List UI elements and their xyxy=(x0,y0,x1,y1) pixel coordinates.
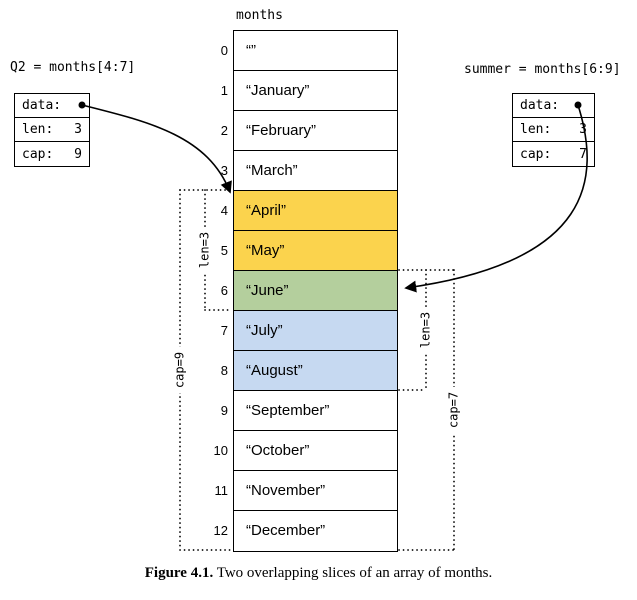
cell-index: 9 xyxy=(220,403,228,418)
array-cell-3: 3 “March” xyxy=(221,151,397,191)
summer-len-label: len=3 xyxy=(419,312,433,348)
array-cell-11: 11 “November” xyxy=(215,471,397,511)
label-backing xyxy=(172,347,188,393)
cell-index: 10 xyxy=(213,443,228,458)
array-cell-12: 12 “December” xyxy=(214,511,397,551)
label-backing xyxy=(446,387,462,433)
field-value: 7 xyxy=(579,146,587,162)
array-cell-4: 4 “April” xyxy=(221,191,397,231)
cell-index: 0 xyxy=(220,43,228,58)
array-cell-6: 6 “June” xyxy=(221,271,397,311)
months-array: 0 “” 1 “January” 2 “February” 3 “March” … xyxy=(214,30,398,552)
summer-cap-label: cap=7 xyxy=(447,392,461,428)
cell-index: 12 xyxy=(213,523,228,538)
figure-caption-text: Two overlapping slices of an array of mo… xyxy=(213,565,493,581)
summer-field-data: data: xyxy=(513,94,594,118)
cell-index: 2 xyxy=(220,123,228,138)
cell-index: 8 xyxy=(220,363,228,378)
array-cell-2: 2 “February” xyxy=(221,111,397,151)
field-value: 3 xyxy=(579,122,587,137)
cell-value: “” xyxy=(246,42,256,59)
q2-field-len: len: 3 xyxy=(15,118,89,142)
figure-caption-label: Figure 4.1. xyxy=(144,565,214,581)
cell-value: “June” xyxy=(246,282,289,299)
cell-value: “August” xyxy=(246,362,303,379)
summer-field-cap: cap: 7 xyxy=(513,142,594,166)
q2-field-data: data: xyxy=(15,94,89,118)
q2-cap-label: cap=9 xyxy=(173,352,187,388)
cell-value: “November” xyxy=(246,482,326,499)
cell-value: “May” xyxy=(246,242,285,259)
array-title: months xyxy=(236,8,283,23)
cell-index: 4 xyxy=(220,203,228,218)
cell-index: 1 xyxy=(220,83,228,98)
cell-index: 3 xyxy=(220,163,228,178)
cell-value: “October” xyxy=(246,442,310,459)
cell-index: 7 xyxy=(220,323,228,338)
summer-struct-box: data: len: 3 cap: 7 xyxy=(512,93,595,167)
array-cell-9: 9 “September” xyxy=(221,391,397,431)
array-cell-10: 10 “October” xyxy=(214,431,397,471)
figure-caption: Figure 4.1. Two overlapping slices of an… xyxy=(0,565,637,582)
array-cell-8: 8 “August” xyxy=(221,351,397,391)
cell-index: 5 xyxy=(220,243,228,258)
cell-value: “March” xyxy=(246,162,298,179)
cell-value: “December” xyxy=(246,522,326,539)
field-label: len: xyxy=(22,122,54,137)
field-label: cap: xyxy=(22,146,54,162)
array-cell-7: 7 “July” xyxy=(221,311,397,351)
cell-value: “April” xyxy=(246,202,286,219)
label-backing xyxy=(418,307,434,353)
q2-struct-box: data: len: 3 cap: 9 xyxy=(14,93,90,167)
q2-field-cap: cap: 9 xyxy=(15,142,89,166)
field-label: data: xyxy=(22,98,62,113)
cell-value: “January” xyxy=(246,82,310,99)
field-label: cap: xyxy=(520,146,552,162)
cell-index: 11 xyxy=(214,483,229,498)
cell-value: “September” xyxy=(246,402,330,419)
summer-field-len: len: 3 xyxy=(513,118,594,142)
field-value: 9 xyxy=(74,146,82,162)
array-cell-1: 1 “January” xyxy=(221,71,397,111)
field-label: len: xyxy=(520,122,552,137)
field-label: data: xyxy=(520,98,560,113)
summer-slice-title: summer = months[6:9] xyxy=(464,62,621,77)
array-cell-0: 0 “” xyxy=(221,31,397,71)
q2-slice-title: Q2 = months[4:7] xyxy=(10,60,136,75)
cell-value: “July” xyxy=(246,322,283,339)
field-value: 3 xyxy=(74,122,82,137)
array-cell-5: 5 “May” xyxy=(221,231,397,271)
cell-value: “February” xyxy=(246,122,317,139)
cell-index: 6 xyxy=(220,283,228,298)
